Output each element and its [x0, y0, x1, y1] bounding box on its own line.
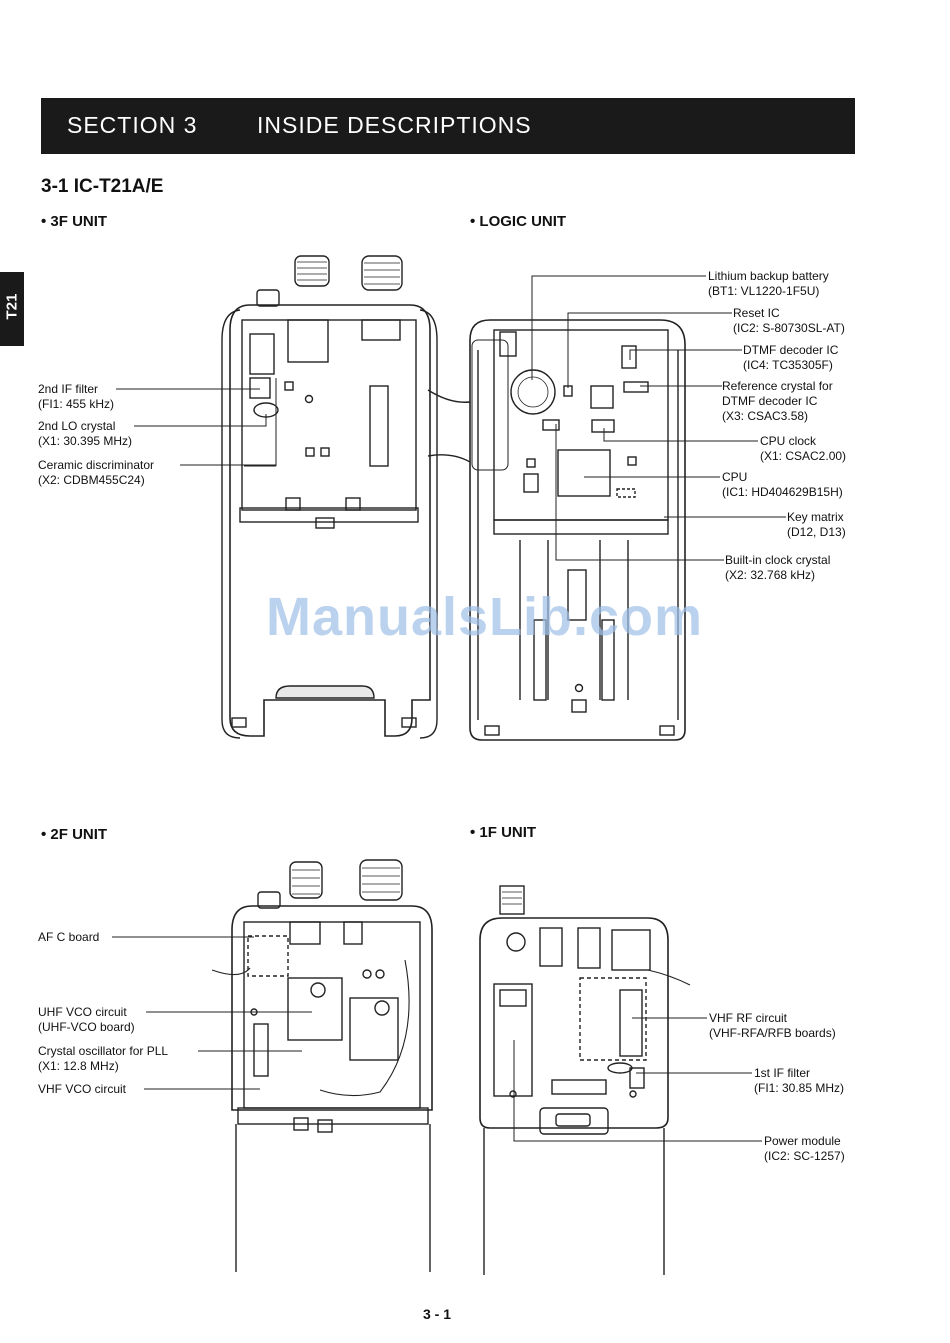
heading-3f-unit: • 3F UNIT	[41, 213, 108, 230]
label-reset-ic: Reset IC (IC2: S-80730SL-AT)	[733, 306, 845, 335]
label-2nd-lo-crystal: 2nd LO crystal (X1: 30.395 MHz)	[38, 419, 133, 448]
label-afc-board: AF C board	[38, 930, 100, 944]
leader-lines	[112, 275, 786, 1142]
heading-1f-unit: • 1F UNIT	[470, 824, 537, 841]
drawing-logic-unit	[469, 319, 686, 741]
label-power-module: Power module (IC2: SC-1257)	[764, 1134, 845, 1163]
section-header-bar: SECTION 3 INSIDE DESCRIPTIONS	[41, 98, 855, 154]
label-ceramic-discriminator: Ceramic discriminator (X2: CDBM455C24)	[38, 458, 155, 487]
label-vhf-vco-circuit: VHF VCO circuit	[38, 1082, 127, 1096]
label-cpu: CPU (IC1: HD404629B15H)	[722, 470, 843, 499]
label-cpu-clock: CPU clock (X1: CSAC2.00)	[760, 434, 847, 463]
section-number: SECTION 3	[67, 112, 198, 138]
label-built-in-clock-crystal: Built-in clock crystal (X2: 32.768 kHz)	[725, 553, 831, 582]
label-vhf-rf-circuit: VHF RF circuit (VHF-RFA/RFB boards)	[709, 1011, 836, 1040]
drawing-3f-unit	[221, 255, 471, 739]
page-number: 3 - 1	[423, 1306, 452, 1322]
label-uhf-vco-circuit: UHF VCO circuit (UHF-VCO board)	[38, 1005, 135, 1034]
drawing-2f-unit	[211, 859, 433, 1272]
heading-2f-unit: • 2F UNIT	[41, 826, 108, 843]
label-2nd-if-filter: 2nd IF filter (FI1: 455 kHz)	[38, 382, 115, 411]
heading-logic-unit: • LOGIC UNIT	[470, 213, 567, 230]
watermark: ManualsLib.com	[266, 587, 704, 647]
label-dtmf-decoder-ic: DTMF decoder IC (IC4: TC35305F)	[743, 343, 839, 372]
label-crystal-oscillator-pll: Crystal oscillator for PLL (X1: 12.8 MHz…	[38, 1044, 169, 1073]
label-1st-if-filter: 1st IF filter (FI1: 30.85 MHz)	[754, 1066, 845, 1095]
label-lithium-backup-battery: Lithium backup battery (BT1: VL1220-1F5U…	[708, 269, 829, 298]
subsection-title: 3-1 IC-T21A/E	[41, 176, 164, 197]
drawing-1f-unit	[479, 885, 691, 1275]
side-tab: T21	[0, 272, 24, 346]
section-title: INSIDE DESCRIPTIONS	[257, 112, 532, 138]
label-reference-crystal: Reference crystal for DTMF decoder IC (X…	[722, 379, 833, 423]
label-key-matrix: Key matrix (D12, D13)	[787, 510, 846, 539]
